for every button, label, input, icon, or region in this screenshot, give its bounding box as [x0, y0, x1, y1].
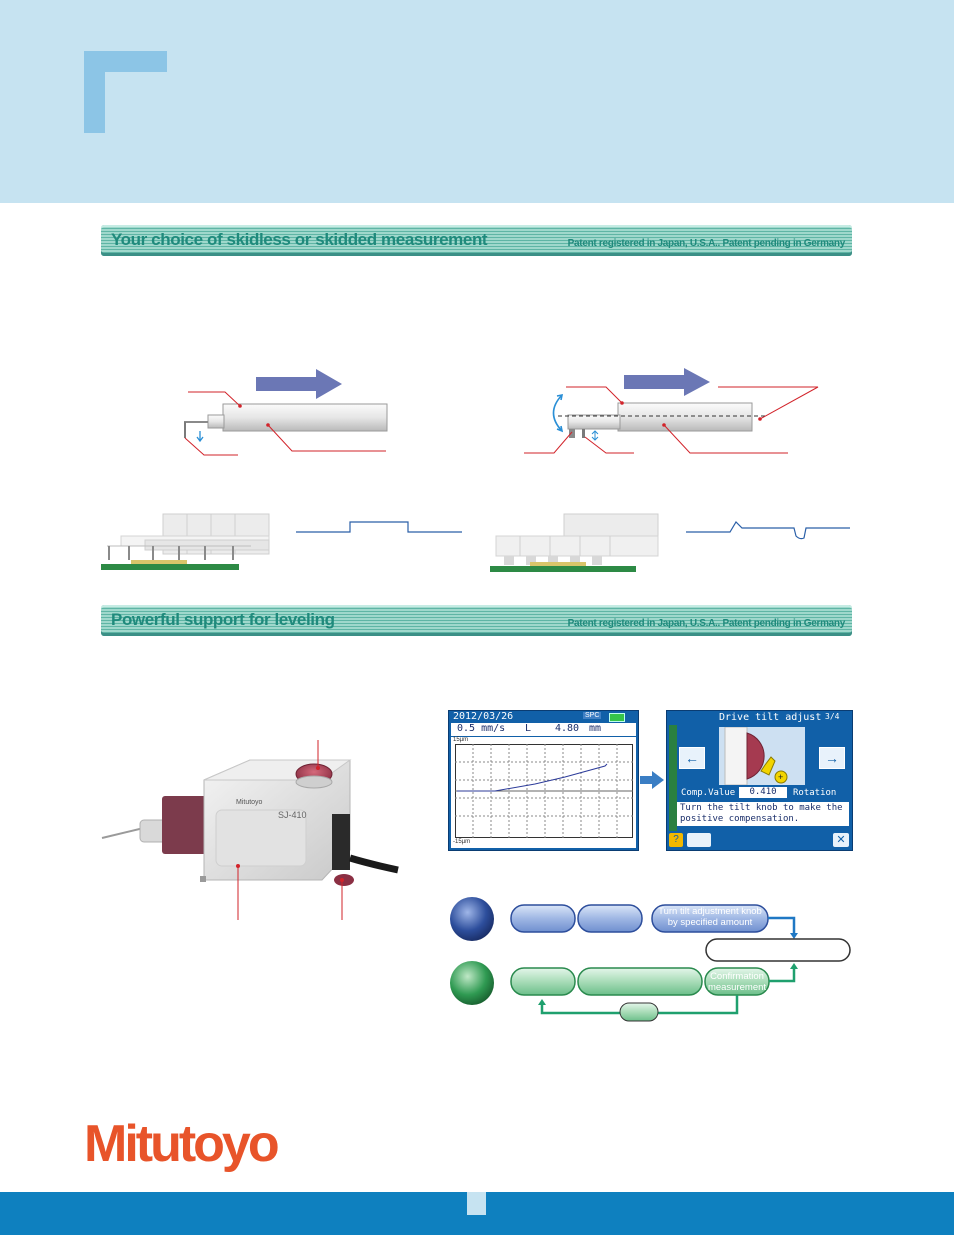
flow-loop-box — [619, 1002, 659, 1022]
direction-arrow — [256, 369, 342, 399]
tilt-arrow — [552, 394, 563, 432]
length-value: 4.80 — [555, 723, 580, 734]
workpiece — [101, 564, 239, 570]
leader-line — [267, 424, 386, 452]
flow-step-label: Confirmation measurement — [707, 971, 767, 993]
menu-button[interactable] — [687, 833, 711, 847]
flow-step-label: Turn tilt adjustment knob by specified a… — [658, 906, 762, 928]
side-connector-panel — [332, 814, 350, 870]
length-unit: mm — [589, 723, 602, 734]
comp-label: Comp.Value — [681, 788, 736, 798]
cable — [348, 854, 399, 874]
battery-icon — [609, 713, 625, 722]
section-banner-skidless: Your choice of skidless or skidded measu… — [101, 225, 852, 256]
model-label: SJ-410 — [278, 810, 307, 820]
flow-step — [510, 967, 576, 996]
patent-note: Patent registered in Japan, U.S.A.. Pate… — [567, 238, 846, 249]
skidded-profile-trace — [686, 521, 850, 540]
speed-value: 0.5 mm/s — [457, 723, 506, 734]
header-band — [0, 0, 954, 203]
mitutoyo-logo: Mitutoyo — [84, 1115, 280, 1173]
screen-date: 2012/03/26 — [453, 711, 514, 722]
comp-value-field: 0.410 — [739, 787, 787, 798]
graph-area: 15µm -15µm — [451, 737, 636, 848]
page-indicator: 3/4 — [825, 712, 840, 721]
y-top-label: 15µm — [453, 737, 469, 743]
message-line: Turn the tilt knob to make the — [680, 803, 843, 813]
length-label: L — [525, 723, 532, 734]
skidless-profile-trace — [296, 521, 462, 533]
skidded-traverse-illustration — [490, 513, 659, 572]
leader-line — [524, 431, 573, 454]
readout-bar: 0.5 mm/s L 4.80 mm — [451, 723, 636, 736]
rotation-label: Rotation — [793, 788, 837, 798]
movement-arrow — [196, 431, 204, 443]
screen-title: Drive tilt adjust — [719, 712, 822, 723]
product-leader-lines — [236, 740, 344, 920]
section-title: Your choice of skidless or skidded measu… — [111, 230, 488, 249]
message-box: Turn the tilt knob to make the positive … — [677, 802, 849, 826]
leader-line — [184, 437, 238, 456]
leader-line — [188, 391, 241, 407]
measurement-screen: 2012/03/26 SPC 0.5 mm/s L 4.80 mm 15µm -… — [448, 710, 639, 851]
detector-nose — [207, 414, 225, 429]
side-indicator — [669, 725, 677, 831]
trace-line — [457, 763, 608, 792]
next-arrow-icon — [640, 771, 664, 789]
leader-line — [566, 386, 623, 404]
flow-step — [577, 904, 643, 933]
leader-line — [718, 386, 819, 420]
flow-marker-green — [450, 961, 494, 1005]
skidless-detector-diagram — [184, 369, 388, 456]
flow-result-box — [705, 938, 851, 962]
detector-nose — [567, 414, 621, 430]
corner-mark-horizontal — [84, 51, 167, 72]
message-line: positive compensation. — [680, 814, 800, 824]
skidless-traverse-illustration — [101, 513, 270, 570]
svg-text:+: + — [778, 772, 783, 782]
help-icon[interactable]: ? — [669, 833, 683, 847]
leveling-flow-diagram — [450, 897, 851, 1022]
flow-marker-blue — [450, 897, 494, 941]
detector-holder — [162, 796, 208, 854]
flow-step — [510, 904, 576, 933]
drive-unit-illustration: Mitutoyo SJ-410 — [101, 759, 399, 886]
brand-label: Mitutoyo — [236, 799, 263, 806]
leader-line — [663, 424, 788, 454]
comp-value-row: Comp.Value 0.410 Rotation — [679, 787, 849, 799]
leader-line — [584, 436, 634, 454]
detector-body — [617, 402, 753, 432]
section-banner-leveling: Powerful support for leveling Patent reg… — [101, 605, 852, 636]
direction-arrow — [624, 368, 710, 396]
next-button[interactable]: → — [819, 747, 845, 769]
close-icon[interactable]: ✕ — [833, 833, 849, 847]
workpiece — [490, 566, 636, 572]
skidded-detector-diagram — [524, 368, 819, 454]
stylus-tip — [582, 429, 585, 438]
tilt-trace-graph — [455, 744, 633, 838]
spc-badge: SPC — [583, 712, 602, 719]
tilt-adjust-screen: Drive tilt adjust 3/4 ← → + Comp.Value 0… — [666, 710, 853, 851]
prev-button[interactable]: ← — [679, 747, 705, 769]
y-bottom-label: -15µm — [453, 839, 471, 845]
skid — [569, 429, 575, 438]
knob-guide-graphic: + — [719, 727, 805, 785]
flow-step — [577, 967, 703, 996]
page-tab — [467, 1192, 486, 1215]
movement-arrow — [591, 430, 599, 441]
detector-body — [222, 403, 388, 432]
patent-note: Patent registered in Japan, U.S.A.. Pate… — [567, 618, 846, 629]
section-title: Powerful support for leveling — [111, 610, 335, 629]
